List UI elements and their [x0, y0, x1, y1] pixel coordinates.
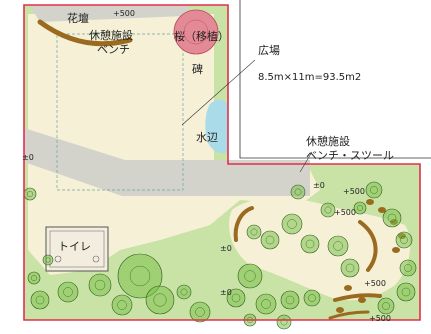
level-top: +500 [113, 9, 135, 18]
tree [327, 235, 349, 257]
toilet-building [45, 226, 109, 272]
level-right-a: ±0 [313, 181, 325, 190]
bench-flowerbed [37, 19, 133, 47]
sakura-tree [173, 9, 219, 55]
tree [396, 282, 416, 302]
label-water: 水辺 [196, 131, 218, 144]
tree [382, 208, 402, 228]
label-rest-area-2: 休憩施設 [306, 134, 350, 148]
tree [365, 181, 383, 199]
water-feature [205, 99, 228, 154]
label-rest-area-1: 休憩施設 [89, 28, 133, 42]
tree [353, 201, 367, 215]
level-bottom-b: +500 [369, 314, 391, 323]
stool [336, 307, 344, 313]
plaza-leader [181, 59, 256, 126]
label-toilet: トイレ [58, 240, 91, 253]
tree [189, 301, 211, 323]
rest-area-leader [299, 151, 313, 173]
label-plaza-size: 8.5m×11m=93.5m2 [258, 72, 361, 83]
level-bottom-left: ±0 [220, 288, 232, 297]
tree [290, 184, 306, 200]
plaza-outline [56, 33, 184, 191]
tree [23, 187, 37, 201]
tree [255, 293, 277, 315]
stool [366, 199, 374, 205]
level-mid: ±0 [220, 244, 232, 253]
tree [88, 273, 112, 297]
label-sakura: 桜（移植） [174, 29, 229, 43]
tree [226, 288, 246, 308]
top-paving [30, 6, 190, 22]
trees [23, 181, 417, 330]
stool [378, 207, 386, 213]
bench-curve-right [358, 220, 378, 272]
tree [176, 284, 192, 300]
level-right-c: +500 [334, 208, 356, 217]
site-boundary [23, 4, 421, 321]
label-monument: 碑 [192, 63, 203, 76]
label-flowerbed: 花壇 [67, 11, 89, 25]
tree [111, 294, 133, 316]
tree [57, 281, 79, 303]
tree [303, 289, 321, 307]
tree [377, 297, 395, 315]
stool [358, 297, 366, 303]
stool [344, 285, 352, 291]
level-left: ±0 [22, 153, 34, 162]
tree [395, 231, 413, 249]
bench-bottom-2 [328, 310, 370, 320]
label-bench: ベンチ [97, 43, 130, 56]
tree [30, 290, 50, 310]
tree [42, 254, 54, 266]
tree [145, 285, 175, 315]
tree [300, 234, 320, 254]
tree [246, 224, 262, 240]
tree [237, 263, 263, 289]
tree [280, 290, 300, 310]
tree [117, 253, 163, 299]
tree [340, 258, 360, 278]
tree [320, 202, 336, 218]
bench-plaza [233, 206, 254, 242]
tree [27, 271, 41, 285]
neighbor-outline [239, 0, 431, 159]
tree [276, 314, 292, 330]
tree [260, 230, 280, 250]
tree [281, 213, 303, 235]
level-right-b: +500 [343, 187, 365, 196]
plaza-ground [28, 14, 320, 275]
level-bottom-a: +500 [364, 279, 386, 288]
tree [399, 259, 417, 277]
label-bench-stool: ベンチ・スツール [306, 149, 394, 162]
bench-bottom [333, 293, 382, 302]
stool [392, 247, 400, 253]
label-plaza: 広場 [258, 44, 280, 57]
walkway [24, 98, 310, 196]
